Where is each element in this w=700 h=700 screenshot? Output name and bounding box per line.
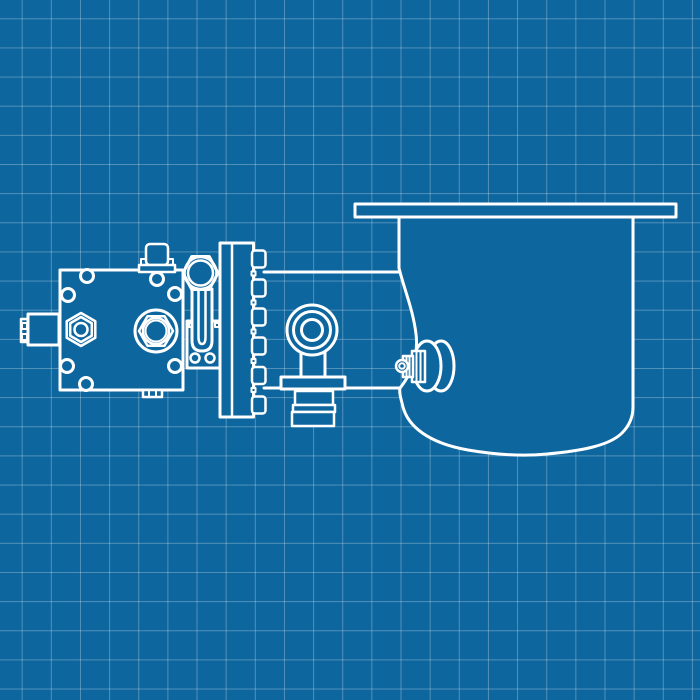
flange-edge-tick bbox=[250, 328, 257, 335]
fill-boss-inner-ring bbox=[141, 316, 171, 346]
gearbox-bolt-hole bbox=[79, 268, 95, 284]
gearbox-bolt-hole bbox=[60, 287, 76, 303]
gauge-bracket-hole bbox=[204, 352, 216, 364]
gearbox-bolt-hole bbox=[78, 376, 94, 392]
gauge-bracket-hole bbox=[189, 352, 201, 364]
tank-body bbox=[397, 215, 635, 457]
fill-boss-bore bbox=[144, 319, 168, 343]
gauge-rod bbox=[190, 287, 214, 353]
flange-stud bbox=[250, 307, 267, 327]
fill-boss-hex-nut bbox=[137, 315, 175, 347]
plug-knob-tip-inner bbox=[398, 362, 406, 370]
flange-edge-tick bbox=[250, 387, 257, 393]
plug-knob-tip-outer bbox=[394, 358, 410, 374]
flange-stud bbox=[250, 336, 267, 356]
drain-stack-lower-block bbox=[290, 410, 336, 428]
flange-edge-tick bbox=[250, 299, 257, 306]
sight-glass-inner-ring bbox=[300, 318, 324, 342]
tank-mounting-flange bbox=[353, 202, 678, 219]
gearbox-bolt-hole bbox=[149, 271, 165, 287]
gearbox-bolt-hole bbox=[59, 358, 75, 374]
gearbox-bolt-hole bbox=[167, 358, 183, 374]
breather-cap-base bbox=[137, 263, 177, 274]
mounting-flange-plate bbox=[218, 241, 255, 419]
gauge-rod-slot bbox=[197, 289, 207, 346]
gauge-hex-inner-ring bbox=[186, 259, 215, 287]
drain-stack-upper-block bbox=[293, 389, 335, 407]
gearbox-bolt-hole bbox=[167, 286, 183, 302]
input-shaft-stub bbox=[26, 312, 61, 347]
hex-plug-middle bbox=[68, 315, 94, 344]
flange-stud bbox=[250, 395, 267, 415]
sight-glass-base-plate bbox=[279, 375, 347, 391]
hex-plug-bore bbox=[73, 321, 89, 338]
flange-stud bbox=[250, 365, 267, 386]
sight-glass-middle-ring bbox=[292, 310, 332, 350]
flange-stud bbox=[250, 249, 267, 269]
gauge-hex-outer-ring bbox=[183, 255, 218, 291]
flange-edge-tick bbox=[250, 270, 257, 277]
flange-edge-tick bbox=[250, 358, 257, 364]
gearbox-bottom-tab bbox=[141, 388, 164, 399]
flange-stud bbox=[250, 278, 267, 298]
breather-cap-body bbox=[144, 242, 170, 267]
